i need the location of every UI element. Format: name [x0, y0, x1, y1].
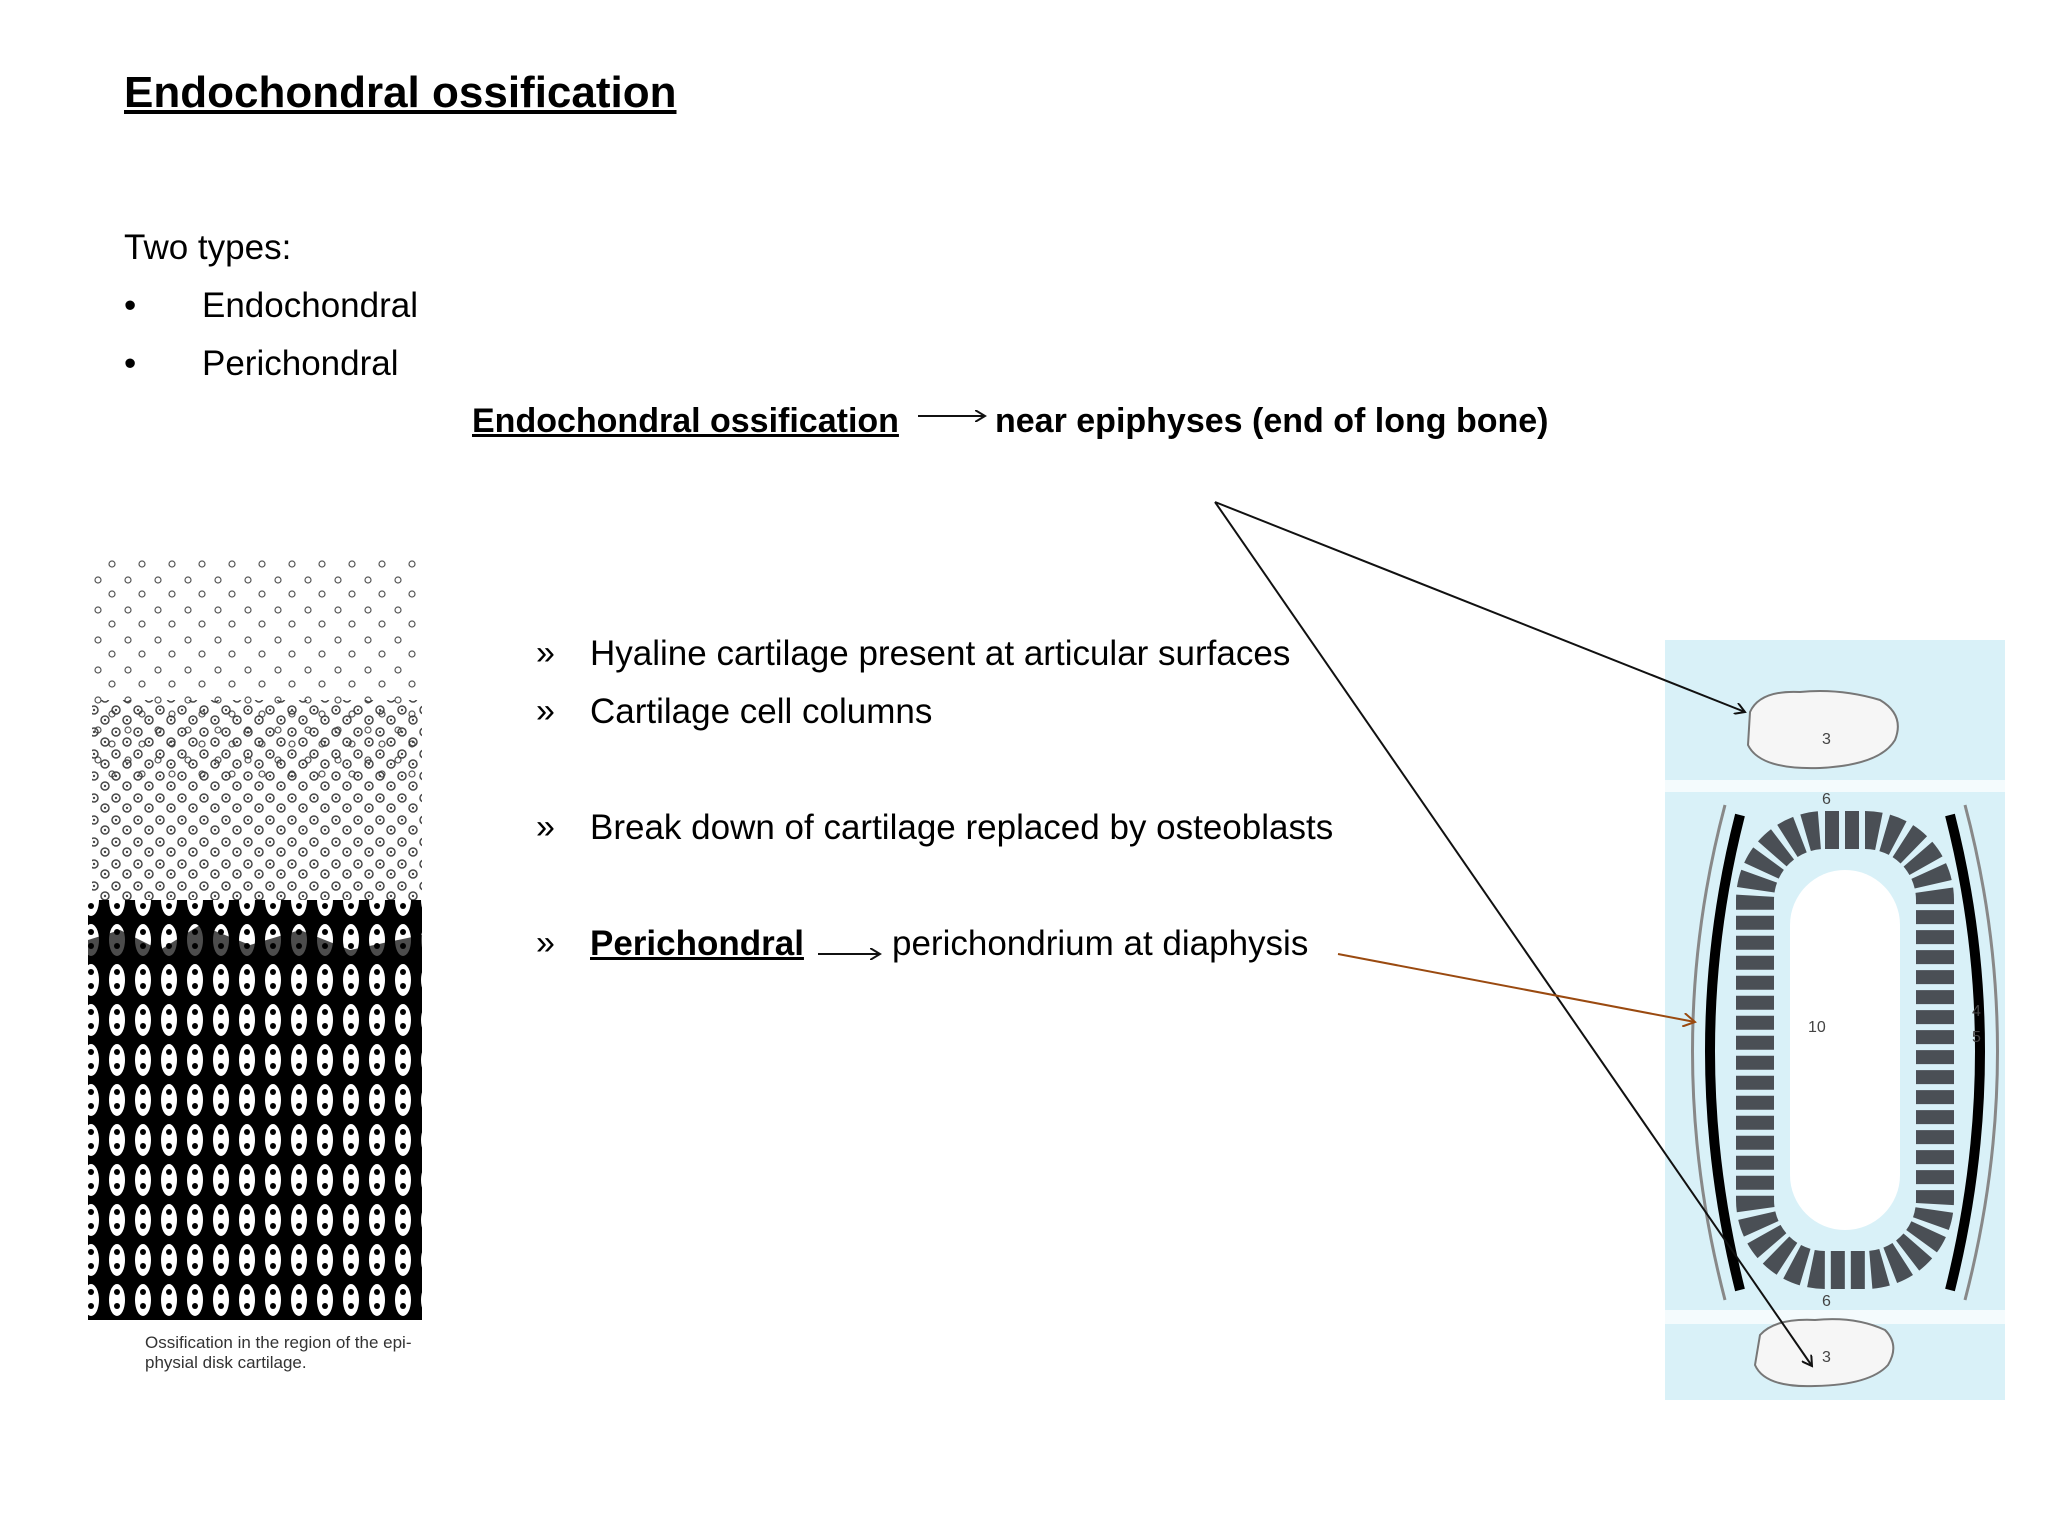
- bullet-dot: •: [124, 286, 137, 325]
- arrow-to-top-epiphysis: [1214, 501, 1745, 712]
- point-marker: »: [536, 692, 555, 730]
- epiphysial-histology-image: [88, 555, 422, 1320]
- long-bone-diagram: [1665, 640, 2005, 1400]
- point-breakdown: Break down of cartilage replaced by oste…: [590, 808, 1334, 847]
- perichondral-description: perichondrium at diaphysis: [892, 924, 1309, 963]
- type-perichondral: Perichondral: [202, 344, 399, 383]
- point-marker: »: [536, 634, 555, 672]
- point-marker: »: [536, 808, 555, 846]
- label-6-bottom: 6: [1822, 1293, 1831, 1310]
- label-6-top: 6: [1822, 791, 1831, 808]
- point-marker: »: [536, 924, 555, 962]
- point-cell-columns: Cartilage cell columns: [590, 692, 933, 731]
- endo-description: near epiphyses (end of long bone): [995, 402, 1549, 440]
- perichondral-term: Perichondral: [590, 924, 804, 963]
- point-hyaline: Hyaline cartilage present at articular s…: [590, 634, 1291, 673]
- types-intro: Two types:: [124, 228, 292, 267]
- arrow-to-bottom-epiphysis: [1214, 501, 1812, 1366]
- arrow-to-perichondrium: [1337, 953, 1695, 1022]
- slide-title: Endochondral ossification: [124, 68, 677, 117]
- bullet-dot: •: [124, 344, 137, 383]
- endo-term: Endochondral ossification: [472, 402, 899, 440]
- label-5: 5: [1972, 1029, 1981, 1046]
- histology-caption-line2: physial disk cartilage.: [145, 1353, 307, 1372]
- histology-caption-line1: Ossification in the region of the epi-: [145, 1333, 411, 1352]
- label-10: 10: [1808, 1019, 1826, 1036]
- label-3-bottom: 3: [1822, 1349, 1831, 1366]
- label-3-top: 3: [1822, 731, 1831, 748]
- type-endochondral: Endochondral: [202, 286, 418, 325]
- label-4: 4: [1972, 1003, 1981, 1020]
